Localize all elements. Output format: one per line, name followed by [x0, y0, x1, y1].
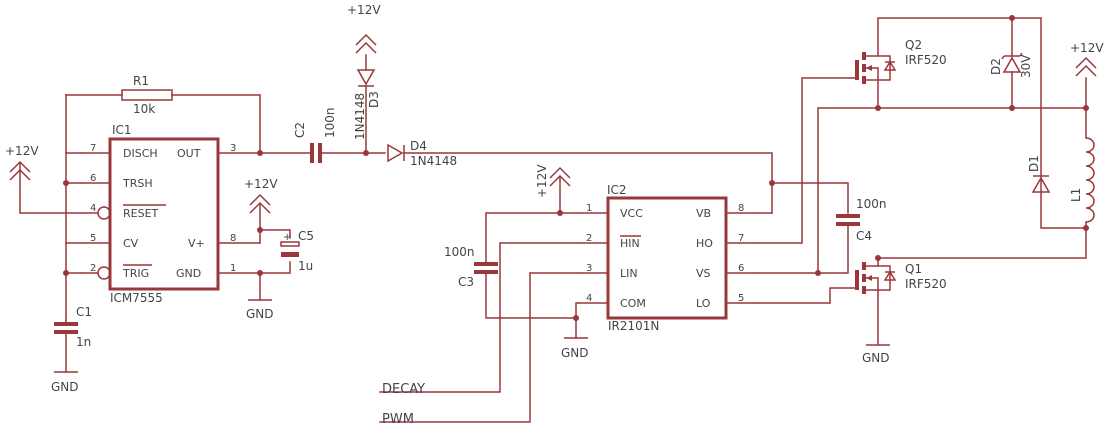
- ic2-wiring: 100n C3 DECAY PWM 100n C4: [379, 77, 1087, 427]
- supply-label: +12V: [535, 164, 549, 198]
- ic2-pin-label: LO: [696, 297, 711, 310]
- ic1-pin-label: RESET: [123, 207, 159, 220]
- ic1-wiring: R1 10k C1 1n + C5 1u: [19, 74, 314, 373]
- c5-body: [280, 241, 300, 247]
- c5-name: C5: [298, 229, 314, 243]
- c4-name: C4: [856, 229, 872, 243]
- q1: Q1 IRF520: [850, 258, 947, 345]
- ic2-pin-num: 3: [586, 263, 592, 274]
- q2-value: IRF520: [905, 53, 947, 67]
- ic2-pin-num: 1: [586, 203, 592, 214]
- ic2-pin-num: 6: [738, 263, 744, 274]
- ic2-pin-num: 8: [738, 203, 744, 214]
- d1-name: D1: [1027, 155, 1041, 172]
- ic1: IC1 ICM7555 7 6 4 5 2 3 8 1 DISCH TRSH R…: [80, 123, 260, 305]
- ground-label: GND: [862, 351, 890, 365]
- ground-label: GND: [51, 380, 79, 394]
- ic2-pin-label: VB: [696, 207, 711, 220]
- ic1-pin-label: V+: [188, 237, 205, 250]
- gnd-2: GND: [246, 299, 274, 321]
- supply-label: +12V: [5, 144, 39, 158]
- c1-name: C1: [76, 305, 92, 319]
- q2: Q2 IRF520: [850, 18, 947, 108]
- charge-pump: C2 100n D3 1N4148 D4 1N4148: [259, 54, 773, 214]
- ic1-pin-num: 1: [230, 263, 236, 274]
- supply-label: +12V: [1070, 41, 1104, 55]
- r1-value: 10k: [133, 102, 155, 116]
- d4-value: 1N4148: [410, 154, 457, 168]
- ic1-pin-num: 5: [90, 233, 96, 244]
- ic2-pin-label: VS: [696, 267, 711, 280]
- ic1-part: ICM7555: [110, 291, 163, 305]
- d3-value: 1N4148: [353, 93, 367, 140]
- gnd-3: GND: [561, 337, 589, 360]
- supply-12v-1: +12V: [5, 144, 39, 181]
- supply-12v-5: +12V: [1070, 41, 1104, 77]
- ic1-pin-label: TRSH: [122, 177, 153, 190]
- ic1-pin-label: DISCH: [123, 147, 158, 160]
- ic2-pin-label: VCC: [620, 207, 643, 220]
- output-stage: D2 30V D1 L1: [875, 15, 1095, 261]
- ic2-pin-num: 4: [586, 293, 592, 304]
- c1-value: 1n: [76, 335, 91, 349]
- ic2: IC2 IR2101N 1 2 3 4 8 7 6 5 VCC HIN LIN …: [578, 183, 756, 333]
- signal-pwm: PWM: [382, 412, 414, 427]
- r1-body: [121, 89, 173, 101]
- q1-value: IRF520: [905, 277, 947, 291]
- ic1-name: IC1: [112, 123, 132, 137]
- ground-label: GND: [246, 307, 274, 321]
- ic2-pin-num: 5: [738, 293, 744, 304]
- supply-12v-2: +12V: [244, 177, 278, 214]
- ic1-pin-label: GND: [176, 267, 201, 280]
- c2-name: C2: [293, 122, 307, 138]
- ic1-pin-num: 8: [230, 233, 236, 244]
- q1-name: Q1: [905, 262, 922, 276]
- c3-name: C3: [458, 275, 474, 289]
- ic2-pin-num: 7: [738, 233, 744, 244]
- ic1-pin-num: 3: [230, 143, 236, 154]
- gnd-1: GND: [51, 371, 79, 394]
- ic1-pin-num: 2: [90, 263, 96, 274]
- d2-value: 30V: [1019, 54, 1033, 78]
- gnd-4: GND: [862, 344, 890, 365]
- supply-12v-4: +12V: [535, 164, 571, 198]
- ic1-pin-num: 7: [90, 143, 96, 154]
- c2-value: 100n: [323, 107, 337, 138]
- ic2-part: IR2101N: [608, 319, 659, 333]
- ic2-name: IC2: [607, 183, 627, 197]
- q2-name: Q2: [905, 38, 922, 52]
- signal-decay: DECAY: [382, 382, 425, 397]
- ic2-pin-label: HO: [696, 237, 713, 250]
- c5-value: 1u: [298, 259, 313, 273]
- ic2-pin-num: 2: [586, 233, 592, 244]
- ic1-pin-label: CV: [123, 237, 139, 250]
- ground-label: GND: [561, 346, 589, 360]
- supply-12v-3: +12V: [347, 3, 381, 54]
- ic1-pin-num: 6: [90, 173, 96, 184]
- ic1-pin-label: OUT: [177, 147, 201, 160]
- d4-name: D4: [410, 139, 427, 153]
- supply-label: +12V: [244, 177, 278, 191]
- ic2-pin-label: HIN: [620, 237, 640, 250]
- supply-label: +12V: [347, 3, 381, 17]
- d3-name: D3: [367, 91, 381, 108]
- c4-value: 100n: [856, 197, 887, 211]
- ic1-pin-label: TRIG: [122, 267, 149, 280]
- svg-text:+: +: [283, 232, 291, 243]
- ic2-pin-label: COM: [620, 297, 646, 310]
- ic2-body: [606, 196, 728, 320]
- d2-name: D2: [989, 58, 1003, 75]
- c3-value: 100n: [444, 245, 475, 259]
- l1-name: L1: [1069, 188, 1083, 202]
- ic2-pin-label: LIN: [620, 267, 638, 280]
- ic1-pin-num: 4: [90, 203, 96, 214]
- r1-name: R1: [133, 74, 149, 88]
